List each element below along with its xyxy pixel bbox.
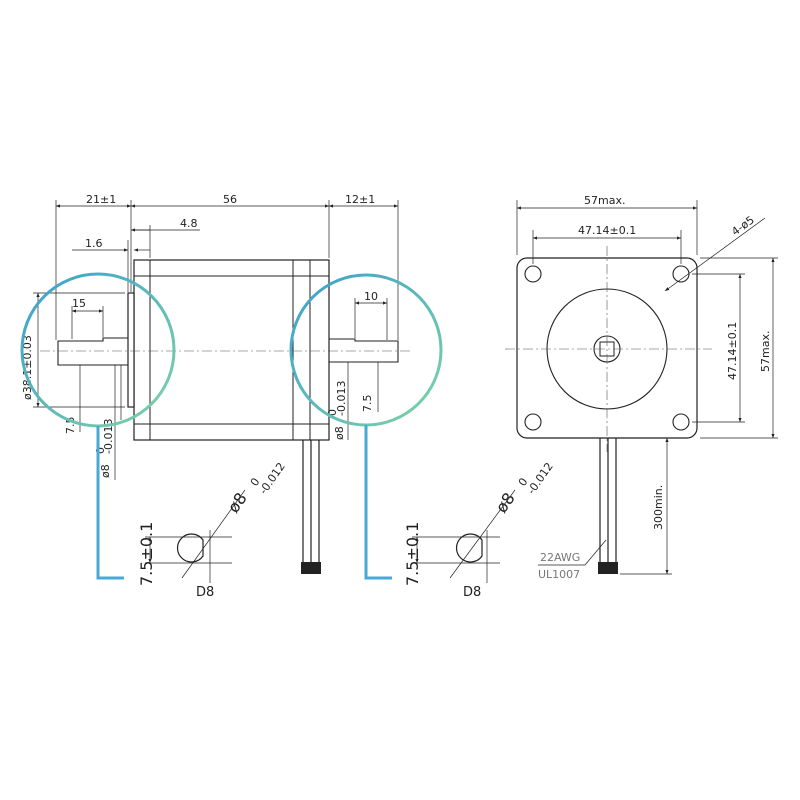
dim-rear-flat-length: 10 — [364, 290, 378, 303]
section-dia-tol-lower: -0.012 — [257, 460, 288, 497]
section-dia-tol-lower: -0.012 — [525, 460, 556, 497]
front-face — [516, 257, 698, 439]
callout-leader-front — [96, 426, 124, 580]
dim-flange: 4.8 — [180, 217, 198, 230]
dim-flat-depth-rear: 7.5 — [361, 395, 374, 413]
dim-lead-length: 300min. — [652, 485, 665, 530]
motor-body — [133, 259, 330, 441]
mounting-hole — [672, 413, 690, 431]
dim-height: 57max. — [759, 331, 772, 372]
section-dia: ø8 — [492, 489, 519, 516]
front-boss — [127, 292, 135, 408]
front-view: 57max. 47.14±0.1 4-ø5 47.14±0.1 57max. 3… — [505, 194, 778, 581]
side-view: 21±1 56 12±1 4.8 1.6 15 10 ø38.1±0.03 7.… — [20, 193, 443, 580]
dim-boss: 1.6 — [85, 237, 103, 250]
dim-shaft-dia-rear-tol-lower: -0.013 — [335, 381, 348, 416]
section-flat: 7.5±0.1 — [403, 522, 422, 586]
section-label: D8 — [463, 585, 481, 600]
dim-width: 57max. — [584, 194, 625, 207]
mounting-hole — [524, 265, 542, 283]
dim-flat-length: 15 — [72, 297, 86, 310]
front-shaft — [57, 337, 128, 366]
wire-type: UL1007 — [538, 568, 580, 581]
dim-shaft-dia-front-tol-lower: -0.013 — [102, 419, 115, 454]
dim-body-length: 56 — [223, 193, 237, 206]
section-label: D8 — [196, 585, 214, 600]
dim-shaft-dia-rear-tol-upper: 0 — [326, 409, 339, 416]
dim-rear-shaft: 12±1 — [345, 193, 375, 206]
section-flat: 7.5±0.1 — [137, 522, 156, 586]
mounting-hole — [524, 413, 542, 431]
mounting-hole — [672, 265, 690, 283]
wire-gauge: 22AWG — [540, 551, 580, 564]
rear-shaft — [329, 338, 399, 363]
dim-shaft-dia-front: ø8 — [99, 464, 112, 478]
dim-holes: 4-ø5 — [729, 213, 757, 238]
dim-hole-spacing-h: 47.14±0.1 — [578, 224, 636, 237]
dim-shaft-dia-front-tol-upper: 0 — [94, 447, 107, 454]
dim-shaft-dia-rear: ø8 — [333, 426, 346, 440]
dim-hole-spacing-v: 47.14±0.1 — [726, 322, 739, 380]
section-view-rear: 7.5±0.1 ø8 0 -0.012 D8 — [403, 460, 556, 600]
section-dia: ø8 — [224, 489, 251, 516]
dim-front-shaft: 21±1 — [86, 193, 116, 206]
callout-leader-rear — [364, 425, 392, 580]
section-view-front: 7.5±0.1 ø8 0 -0.012 D8 — [137, 460, 288, 600]
